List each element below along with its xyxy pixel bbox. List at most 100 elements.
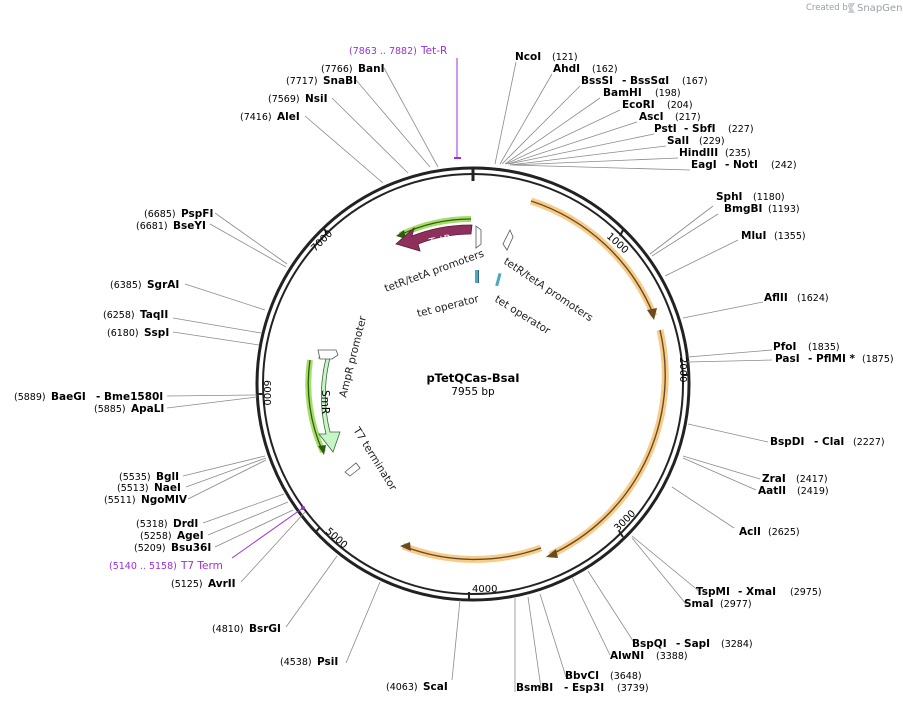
svg-text:AlwNI: AlwNI	[610, 650, 644, 662]
site-label[interactable]: (7569)NsiI	[268, 93, 328, 105]
site-label[interactable]: (5535)BglI	[119, 471, 179, 483]
svg-text:AleI: AleI	[277, 111, 300, 123]
site-label[interactable]: (4810)BsrGI	[212, 623, 281, 635]
credit-brand: SnapGene	[857, 3, 903, 14]
svg-text:(1875): (1875)	[862, 354, 894, 365]
site-label[interactable]: (6681)BseYI	[136, 220, 206, 232]
svg-text:(217): (217)	[675, 112, 701, 123]
svg-text:SphI: SphI	[716, 191, 742, 203]
site-label[interactable]: (5209)Bsu36I	[134, 542, 211, 554]
site-label[interactable]: BspQI- SapI(3284)	[632, 638, 753, 650]
site-label[interactable]: AatII(2419)	[758, 485, 829, 497]
primer-tet-r[interactable]: (7863 .. 7882) Tet-R	[349, 45, 461, 159]
svg-text:(5209): (5209)	[134, 543, 166, 554]
svg-text:(2417): (2417)	[796, 474, 828, 485]
site-label[interactable]: HindIII(235)	[679, 147, 751, 159]
tick-7000: 7000	[309, 228, 335, 254]
svg-text:SspI: SspI	[144, 327, 169, 339]
site-label[interactable]: AhdI(162)	[553, 63, 618, 75]
site-label[interactable]: (6685)PspFI	[144, 208, 213, 220]
site-label[interactable]: BbvCI(3648)	[565, 670, 642, 682]
svg-text:ScaI: ScaI	[423, 681, 448, 693]
primer-t7-term-name: T7 Term	[180, 560, 223, 572]
site-label[interactable]: (5318)DrdI	[136, 518, 198, 530]
svg-text:(7717): (7717)	[286, 76, 318, 87]
svg-text:BaeGI: BaeGI	[51, 391, 86, 403]
primer-t7-term[interactable]: (5140 .. 5158) T7 Term	[109, 506, 305, 572]
promoter-marker-1	[475, 225, 482, 249]
svg-text:(7416): (7416)	[240, 112, 272, 123]
svg-text:BmgBI: BmgBI	[724, 203, 762, 215]
svg-text:6000: 6000	[261, 380, 272, 405]
site-label[interactable]: (6180)SspI	[107, 327, 169, 339]
site-label[interactable]: BamHI(198)	[603, 87, 681, 99]
site-label[interactable]: BssSI- BssSαI(167)	[581, 75, 708, 87]
site-label[interactable]: AflII(1624)	[764, 292, 829, 304]
site-label[interactable]: (5889) BaeGI - Bme1580I	[14, 391, 163, 403]
site-label[interactable]: SmaI(2977)	[684, 598, 752, 610]
site-label[interactable]: PstI- SbfI(227)	[654, 123, 754, 135]
svg-text:(3388): (3388)	[656, 651, 688, 662]
site-label[interactable]: (4063)ScaI	[386, 681, 448, 693]
site-label[interactable]: MluI(1355)	[741, 230, 806, 242]
site-label[interactable]: TspMI- XmaI(2975)	[696, 586, 822, 598]
site-label[interactable]: (5513) NaeI	[117, 482, 181, 494]
site-label[interactable]: AscI(217)	[639, 111, 701, 123]
svg-text:BanI: BanI	[358, 63, 384, 75]
orf-arc-right	[529, 197, 658, 320]
site-label[interactable]: BsmBI- Esp3I(3739)	[516, 682, 649, 694]
label-tet-operator-2: tet operator	[492, 293, 553, 337]
svg-text:(5513): (5513)	[117, 483, 149, 494]
svg-text:NaeI: NaeI	[154, 482, 181, 494]
svg-text:(5889): (5889)	[14, 392, 46, 403]
svg-text:(7569): (7569)	[268, 94, 300, 105]
site-label[interactable]: (7416) AleI	[240, 111, 300, 123]
svg-text:- Bme1580I: - Bme1580I	[96, 391, 163, 403]
site-label[interactable]: BmgBI(1193)	[724, 203, 800, 215]
plasmid-length: 7955 bp	[451, 386, 495, 398]
svg-text:NgoMIV: NgoMIV	[141, 494, 188, 506]
svg-text:(227): (227)	[728, 124, 754, 135]
site-label[interactable]: (5125)AvrII	[171, 578, 236, 590]
feature-smR[interactable]: SmR	[318, 357, 341, 453]
site-label[interactable]: (5258)AgeI	[140, 530, 204, 542]
site-label[interactable]: ZraI(2417)	[762, 473, 828, 485]
svg-text:TaqII: TaqII	[140, 309, 168, 321]
site-label[interactable]: EcoRI(204)	[622, 99, 693, 111]
site-label[interactable]: (6385)SgrAI	[110, 279, 179, 291]
site-label[interactable]: (7717)SnaBI	[286, 75, 357, 87]
svg-text:- NotI: - NotI	[725, 159, 758, 171]
snapgene-logo-icon	[848, 3, 855, 13]
site-label[interactable]: (7766)BanI	[321, 63, 384, 75]
tetR-label: TetR	[427, 233, 452, 250]
svg-text:PsiI: PsiI	[317, 656, 338, 668]
tet-operator-marker-2	[495, 272, 502, 287]
site-label[interactable]: PfoI(1835)	[773, 341, 840, 353]
feature-tetR[interactable]: TetR	[395, 224, 473, 252]
svg-text:AhdI: AhdI	[553, 63, 580, 75]
site-label[interactable]: AlwNI (3388)	[610, 650, 688, 662]
smR-green-arc	[305, 359, 326, 455]
tetR-green-arc	[396, 215, 472, 239]
site-label[interactable]: (4538)PsiI	[280, 656, 338, 668]
svg-text:- PflMI *: - PflMI *	[808, 353, 856, 365]
site-label[interactable]: SalI(229)	[667, 135, 725, 147]
site-label[interactable]: SphI(1180)	[716, 191, 785, 203]
orf-arc-bottom	[400, 542, 543, 563]
svg-text:(204): (204)	[667, 100, 693, 111]
site-label[interactable]: NcoI(121)	[515, 51, 578, 63]
svg-text:(2419): (2419)	[797, 486, 829, 497]
orf-arc-lower-right	[546, 329, 669, 559]
site-label[interactable]: (5885)ApaLI	[94, 403, 164, 415]
svg-text:(5885): (5885)	[94, 404, 126, 415]
site-label[interactable]: EagI- NotI(242)	[691, 159, 797, 171]
site-label[interactable]: BspDI- ClaI(2227)	[770, 436, 885, 448]
site-label[interactable]: (6258)TaqII	[103, 309, 168, 321]
site-label[interactable]: PasI- PflMI *(1875)	[775, 353, 894, 365]
svg-text:(2227): (2227)	[853, 437, 885, 448]
svg-text:(6385): (6385)	[110, 280, 142, 291]
site-label[interactable]: AclI(2625)	[739, 526, 800, 538]
svg-text:(5258): (5258)	[140, 531, 172, 542]
site-label[interactable]: (5511)NgoMIV	[104, 494, 188, 506]
svg-text:(1835): (1835)	[808, 342, 840, 353]
